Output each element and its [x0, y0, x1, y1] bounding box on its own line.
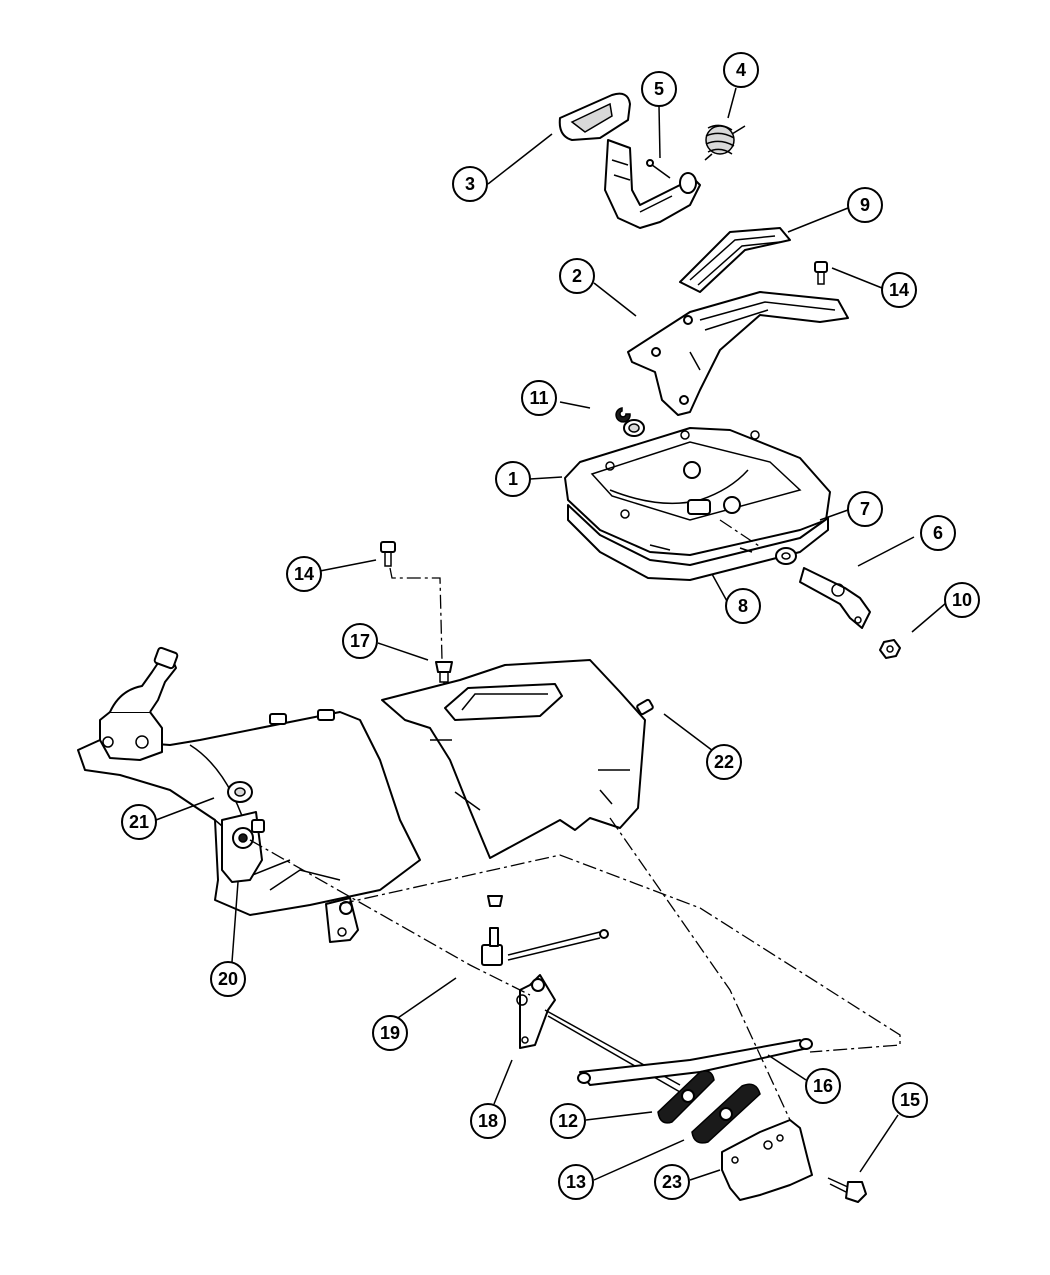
callout-18: 18: [470, 1103, 506, 1139]
callout-12: 12: [550, 1103, 586, 1139]
callout-9: 9: [847, 187, 883, 223]
callout-22: 22: [706, 744, 742, 780]
assembly-lines: [249, 519, 901, 1121]
callout-3: 3: [452, 166, 488, 202]
callout-14-lower: 14: [286, 556, 322, 592]
leader-lines: [155, 87, 947, 1181]
callout-13: 13: [558, 1164, 594, 1200]
callout-19: 19: [372, 1015, 408, 1051]
svg-text:13: 13: [566, 1172, 586, 1192]
cable-bracket: [721, 1119, 813, 1201]
bolt-lower: [380, 541, 443, 661]
lever-bracket: [221, 811, 265, 883]
callout-21: 21: [121, 804, 157, 840]
washer: [775, 547, 797, 565]
shift-lever: [558, 92, 701, 229]
svg-text:9: 9: [860, 195, 870, 215]
callout-6: 6: [920, 515, 956, 551]
svg-text:1: 1: [508, 469, 518, 489]
pin: [646, 159, 671, 179]
screw-upper: [814, 261, 828, 285]
svg-text:5: 5: [654, 79, 664, 99]
floor-pan: [381, 659, 646, 859]
lower-bracket: [516, 974, 556, 1049]
svg-text:16: 16: [813, 1076, 833, 1096]
svg-text:20: 20: [218, 969, 238, 989]
bracket: [627, 291, 849, 416]
plate-13: [691, 1083, 761, 1144]
svg-text:2: 2: [572, 266, 582, 286]
callout-4: 4: [723, 52, 759, 88]
clip: [615, 407, 631, 423]
svg-text:19: 19: [380, 1023, 400, 1043]
svg-text:21: 21: [129, 812, 149, 832]
callout-17: 17: [342, 623, 378, 659]
bolt-15: [827, 1177, 867, 1203]
svg-text:8: 8: [738, 596, 748, 616]
svg-text:10: 10: [952, 590, 972, 610]
callout-7: 7: [847, 491, 883, 527]
svg-text:14: 14: [889, 280, 909, 300]
callout-8: 8: [725, 588, 761, 624]
svg-text:23: 23: [662, 1172, 682, 1192]
svg-text:18: 18: [478, 1111, 498, 1131]
callout-16: 16: [805, 1068, 841, 1104]
mount: [227, 781, 253, 803]
callout-1: 1: [495, 461, 531, 497]
shift-rod: [481, 895, 609, 966]
callout-23: 23: [654, 1164, 690, 1200]
callout-10: 10: [944, 582, 980, 618]
gate-plate: [679, 227, 791, 293]
nut: [879, 639, 901, 659]
spring: [704, 124, 746, 161]
svg-text:3: 3: [465, 174, 475, 194]
base-plate: [567, 504, 829, 581]
cable: [544, 1009, 813, 1093]
callout-20: 20: [210, 961, 246, 997]
svg-text:11: 11: [529, 388, 548, 408]
callout-5: 5: [641, 71, 677, 107]
bushing: [623, 419, 645, 437]
svg-text:15: 15: [900, 1090, 920, 1110]
svg-text:6: 6: [933, 523, 943, 543]
shift-link: [799, 567, 871, 629]
callout-15: 15: [892, 1082, 928, 1118]
svg-text:7: 7: [860, 499, 870, 519]
callout-14-upper: 14: [881, 272, 917, 308]
callout-2: 2: [559, 258, 595, 294]
svg-text:17: 17: [350, 631, 370, 651]
svg-text:22: 22: [714, 752, 734, 772]
svg-text:12: 12: [558, 1111, 578, 1131]
svg-text:14: 14: [294, 564, 314, 584]
trans-lever: [325, 897, 359, 943]
shifter-housing: [564, 427, 831, 556]
plate-12: [657, 1070, 715, 1124]
callout-11: 11: [521, 380, 557, 416]
svg-text:4: 4: [736, 60, 746, 80]
